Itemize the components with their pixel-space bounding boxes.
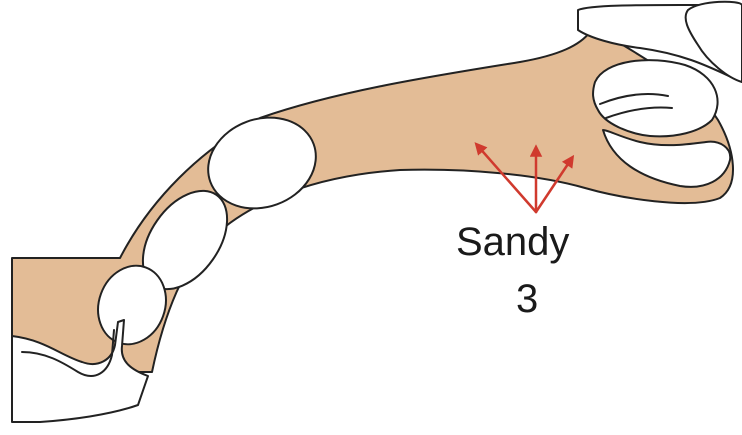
label-number: 3 [516,279,538,319]
label-sandy: Sandy [456,222,569,262]
